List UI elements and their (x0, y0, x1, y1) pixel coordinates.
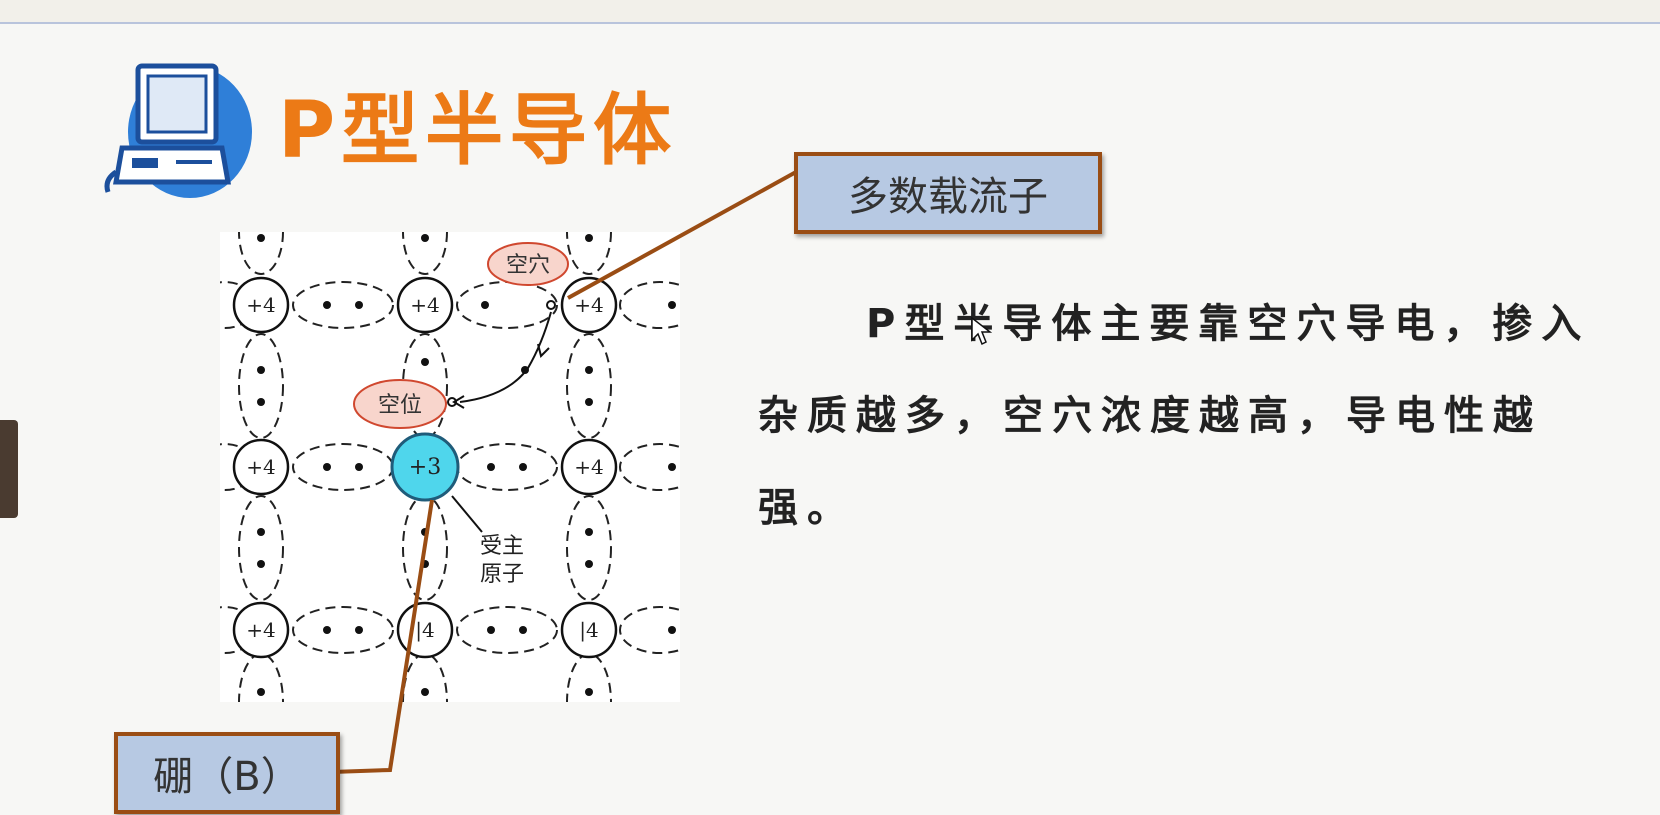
description-text: P型半导体主要靠空穴导电，掺入杂质越多，空穴浓度越高，导电性越强。 (758, 301, 1591, 531)
bond-v (566, 333, 612, 439)
electron (257, 688, 265, 696)
bond-h (619, 281, 680, 329)
electron (355, 626, 363, 634)
acceptor-label-line1: 受主 (480, 534, 524, 559)
hole-move-arrow (459, 311, 552, 403)
electron (487, 463, 495, 471)
majority-carrier-callout: 多数载流子 (794, 152, 1102, 234)
side-tab[interactable] (0, 420, 18, 518)
charge-label: +4 (574, 455, 603, 479)
vacancy-label-bubble (353, 379, 447, 429)
bond-h (619, 606, 680, 654)
electron (519, 463, 527, 471)
acceptor-label-line2: 原子 (480, 562, 524, 587)
electron (257, 398, 265, 406)
electron (585, 366, 593, 374)
lattice-svg: +4 +4 +4 +4 +3 +4 +4 |4 |4 空穴 空位 受主 原子 (220, 232, 680, 702)
bond-v (566, 232, 612, 275)
electron (323, 463, 331, 471)
charge-label: +4 (246, 293, 275, 317)
host-atom (232, 276, 618, 659)
bond-h (292, 606, 394, 654)
majority-carrier-leader (567, 170, 797, 300)
electron (421, 688, 429, 696)
electron (421, 234, 429, 242)
electron (585, 234, 593, 242)
top-border (0, 0, 1660, 24)
electron (585, 688, 593, 696)
electron (323, 301, 331, 309)
electron (257, 366, 265, 374)
electron (668, 301, 676, 309)
hole-label: 空穴 (506, 253, 550, 278)
electron (323, 626, 331, 634)
electron (585, 528, 593, 536)
charge-label: +4 (246, 455, 275, 479)
bond-h (292, 281, 394, 329)
mouse-pointer-icon (971, 316, 992, 346)
electron (257, 528, 265, 536)
electron (487, 626, 495, 634)
vacancy-label: 空位 (378, 393, 422, 418)
page-title: P型半导体 (278, 86, 678, 176)
charge-label: |4 (415, 618, 434, 643)
acceptor-pointer-line (451, 495, 483, 533)
boron-label: 硼（B） (153, 754, 301, 800)
electron (421, 358, 429, 366)
electron (585, 560, 593, 568)
bond-v (402, 232, 448, 275)
computer-icon (104, 63, 252, 198)
electron (355, 463, 363, 471)
bond-v (238, 333, 284, 439)
acceptor-atom (390, 432, 460, 502)
hole-move-arrowhead (452, 395, 465, 409)
hole-marker (546, 300, 556, 310)
charge-label: +4 (410, 293, 439, 317)
acceptor-charge-label: +3 (409, 455, 441, 480)
electron (585, 398, 593, 406)
electron (355, 301, 363, 309)
majority-carrier-label: 多数载流子 (848, 174, 1048, 220)
charge-label: +4 (246, 618, 275, 642)
charge-label: |4 (579, 618, 598, 643)
boron-callout: 硼（B） (114, 732, 340, 814)
electron (668, 626, 676, 634)
bond-h (619, 443, 680, 491)
bond-v (238, 232, 284, 275)
hole-label-bubble (487, 242, 569, 286)
vacancy-marker (447, 397, 457, 407)
bond-v (566, 495, 612, 601)
bond-v (238, 495, 284, 601)
hole-down-arrowhead (537, 343, 550, 358)
electron (257, 560, 265, 568)
electron (257, 234, 265, 242)
electron (668, 463, 676, 471)
crystal-lattice-diagram: +4 +4 +4 +4 +3 +4 +4 |4 |4 空穴 空位 受主 原子 (220, 232, 680, 702)
charge-label: +4 (574, 293, 603, 317)
electron (481, 301, 489, 309)
boron-leader (331, 499, 434, 774)
electron (519, 626, 527, 634)
bond-h (456, 606, 558, 654)
